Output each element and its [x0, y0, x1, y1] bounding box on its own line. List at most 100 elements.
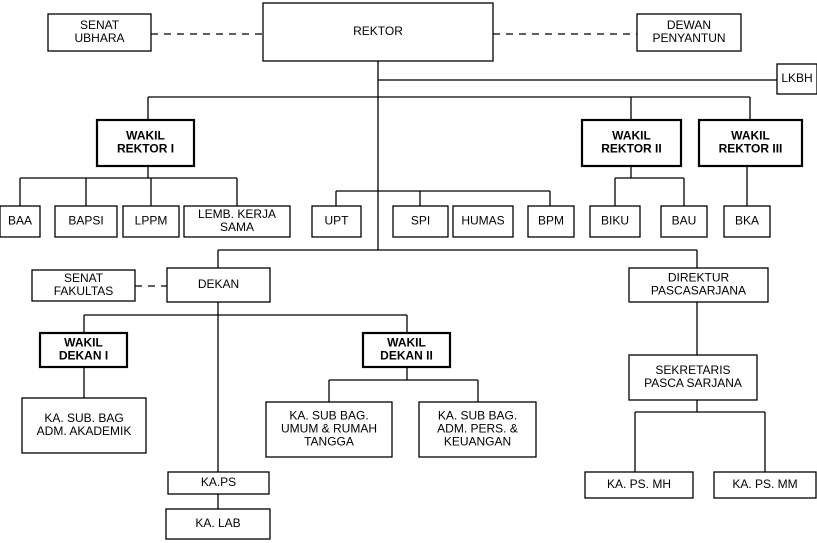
org-unit-label: KA. SUB BAG.: [289, 409, 368, 423]
org-unit-label: SAMA: [220, 220, 254, 234]
org-unit-label: BAPSI: [68, 214, 103, 228]
org-unit-ka-lab: KA. LAB: [165, 508, 271, 540]
org-unit-label: REKTOR: [353, 24, 403, 38]
org-unit-box: [265, 401, 393, 458]
org-unit-bau: BAU: [660, 205, 708, 238]
org-unit-spi: SPI: [392, 205, 449, 238]
org-unit-box: [589, 205, 641, 238]
org-unit-lkbh: LKBH: [776, 63, 817, 95]
org-unit-label: PASCASARJANA: [651, 284, 746, 298]
org-unit-rektor: REKTOR: [262, 2, 494, 62]
org-unit-box: [527, 205, 575, 238]
org-unit-box: [0, 205, 41, 238]
org-unit-box: [262, 2, 494, 62]
org-unit-box: [47, 13, 152, 52]
org-unit-label: REKTOR II: [601, 142, 661, 156]
org-unit-label: KA.PS: [201, 475, 236, 489]
org-unit-ka-ps: KA.PS: [167, 471, 270, 495]
org-unit-label: PENYANTUN: [652, 31, 725, 45]
org-unit-label: DIREKTUR: [668, 271, 730, 285]
org-unit-box: [54, 205, 118, 238]
org-unit-ka-ps-mm: KA. PS. MM: [713, 471, 817, 499]
org-unit-label: KA. PS. MH: [607, 477, 671, 491]
org-unit-label: WAKIL: [126, 129, 165, 143]
org-unit-label: SENAT: [64, 271, 104, 285]
org-unit-label: FAKULTAS: [54, 284, 114, 298]
org-unit-label: BIKU: [601, 214, 629, 228]
org-unit-label: KA. SUB BAG.: [438, 409, 517, 423]
org-unit-box: [167, 471, 270, 495]
org-unit-label: ADM. AKADEMIK: [37, 424, 132, 438]
org-unit-label: BPM: [538, 214, 564, 228]
org-unit-box: [38, 331, 129, 369]
org-unit-label: BAA: [8, 214, 32, 228]
org-unit-box: [584, 471, 694, 499]
org-unit-box: [776, 63, 817, 95]
org-unit-box: [122, 205, 180, 238]
org-unit-box: [418, 401, 537, 458]
org-unit-humas: HUMAS: [452, 205, 514, 238]
org-unit-biku: BIKU: [589, 205, 641, 238]
org-unit-label: UMUM & RUMAH: [281, 422, 377, 436]
org-unit-label: PASCA SARJANA: [644, 376, 742, 390]
org-unit-bapsi: BAPSI: [54, 205, 118, 238]
org-unit-label: DEKAN I: [59, 349, 108, 363]
org-unit-label: BAU: [672, 214, 697, 228]
org-unit-label: WAKIL: [64, 336, 103, 350]
org-unit-dekan: DEKAN: [166, 267, 271, 303]
org-unit-box: [580, 118, 683, 168]
org-unit-label: SENAT: [80, 18, 120, 32]
org-unit-lppm: LPPM: [122, 205, 180, 238]
org-unit-box: [311, 205, 362, 238]
org-unit-box: [31, 269, 136, 302]
org-unit-label: HUMAS: [461, 214, 504, 228]
org-unit-label: DEWAN: [667, 18, 711, 32]
org-unit-label: WAKIL: [731, 129, 770, 143]
org-unit-label: WAKIL: [387, 336, 426, 350]
org-unit-box: [697, 118, 804, 168]
org-unit-label: WAKIL: [612, 129, 651, 143]
org-unit-box: [660, 205, 708, 238]
org-unit-label: TANGGA: [304, 435, 354, 449]
org-unit-box: [713, 471, 817, 499]
org-unit-box: [392, 205, 449, 238]
org-unit-ka-ps-mh: KA. PS. MH: [584, 471, 694, 499]
org-unit-upt: UPT: [311, 205, 362, 238]
org-unit-box: [95, 118, 196, 168]
org-unit-box: [628, 354, 758, 401]
org-unit-label: SPI: [411, 214, 430, 228]
org-unit-box: [636, 13, 742, 52]
org-unit-label: UPT: [325, 214, 350, 228]
org-unit-box: [183, 205, 291, 238]
connector-lines: [19, 33, 777, 509]
org-unit-box: [628, 267, 769, 303]
org-unit-bpm: BPM: [527, 205, 575, 238]
org-unit-box: [21, 397, 147, 454]
org-unit-box: [361, 331, 452, 369]
org-unit-box: [166, 267, 271, 303]
org-unit-label: UBHARA: [74, 31, 124, 45]
org-unit-label: KA. LAB: [195, 516, 240, 530]
org-unit-label: KA. SUB. BAG: [44, 411, 123, 425]
org-unit-box: [723, 205, 771, 238]
org-unit-label: KEUANGAN: [444, 435, 511, 449]
org-unit-label: REKTOR I: [117, 142, 174, 156]
org-unit-label: DEKAN: [198, 277, 239, 291]
org-unit-ka-sub-bag-keuangan: KA. SUB BAG.ADM. PERS. &KEUANGAN: [418, 401, 537, 458]
org-unit-label: DEKAN II: [380, 349, 433, 363]
org-unit-box: [165, 508, 271, 540]
org-unit-bka: BKA: [723, 205, 771, 238]
org-unit-label: LPPM: [135, 214, 168, 228]
